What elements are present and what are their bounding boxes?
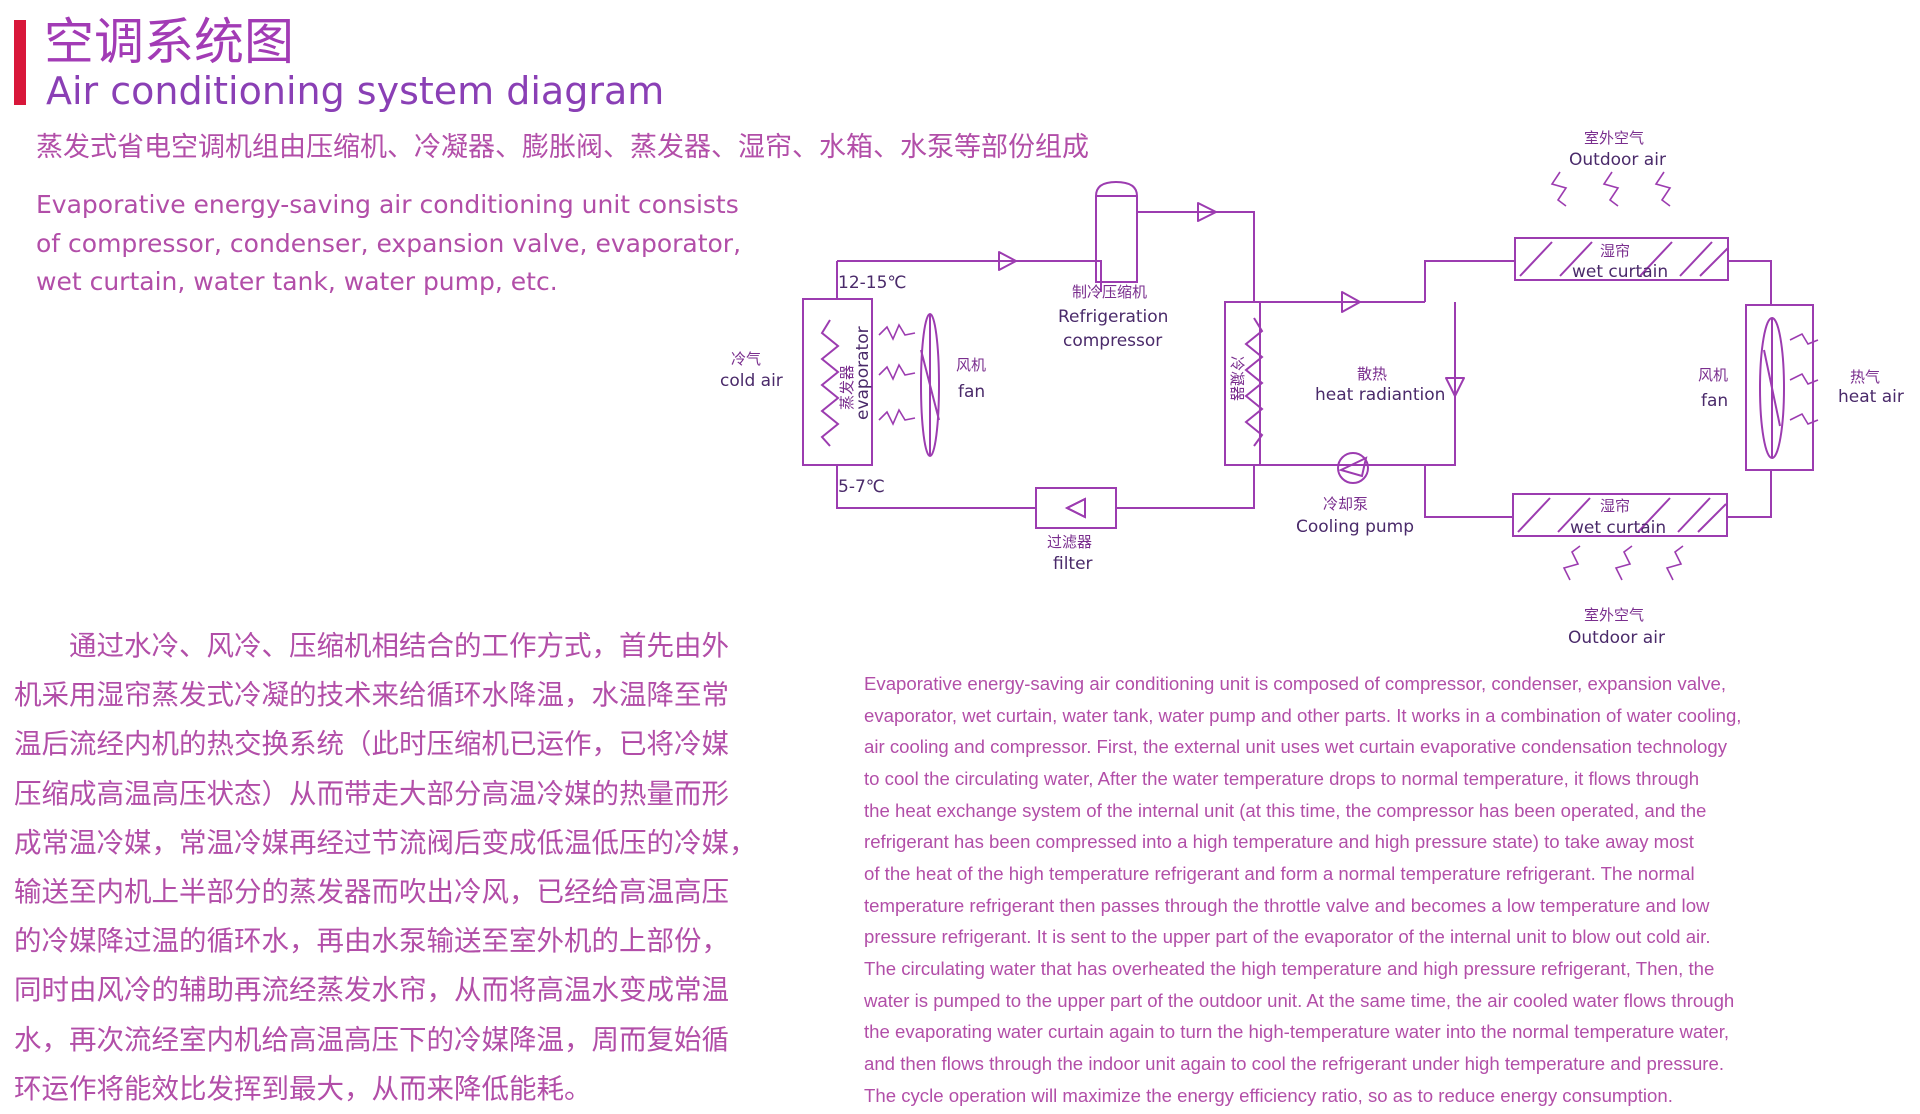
page-title-zh: 空调系统图 [44, 13, 294, 71]
evaporator-zh: 蒸发器 [838, 365, 856, 410]
wet-curtain-top [1514, 237, 1729, 281]
compressor-zh: 制冷压缩机 [1072, 283, 1147, 301]
fan-right-en: fan [1701, 391, 1728, 411]
page-title-en: Air conditioning system diagram [46, 69, 665, 113]
fan-left [920, 313, 940, 457]
heat-air-arrows [1789, 332, 1819, 425]
description-en-line: evaporator, wet curtain, water tank, wat… [864, 704, 1742, 726]
description-en-line: Evaporative energy-saving air conditioni… [864, 673, 1726, 694]
description-zh-line: 环运作将能效比发挥到最大，从而来降低能耗。 [14, 1072, 592, 1105]
description-en-line: to cool the circulating water, After the… [864, 767, 1700, 789]
filter-en: filter [1053, 554, 1093, 574]
outdoor-air-arrows-top [1550, 171, 1672, 207]
cold-air-en: cold air [720, 371, 783, 391]
pipe-condenser-filter [1116, 465, 1255, 509]
fan-right-zh: 风机 [1698, 366, 1728, 384]
wet-curtain-bottom-en: wet curtain [1570, 518, 1666, 538]
description-en-line: The circulating water that has overheate… [864, 957, 1715, 979]
description-zh-line: 通过水冷、风冷、压缩机相结合的工作方式，首先由外 [14, 630, 729, 662]
description-zh-line: 成常温冷媒，常温冷媒再经过节流阀后变成低温低压的冷媒， [14, 826, 757, 859]
intro-line: wet curtain, water tank, water pump, etc… [36, 267, 558, 296]
intro-line: of compressor, condenser, expansion valv… [36, 228, 742, 258]
description-en-line: the evaporating water curtain again to t… [864, 1021, 1730, 1043]
arrow-icon [998, 251, 1017, 271]
description-zh-line: 温后流经内机的热交换系统（此时压缩机已运作，已将冷媒 [14, 728, 729, 761]
description-zh-line: 机采用湿帘蒸发式冷凝的技术来给循环水降温，水温降至常 [14, 679, 729, 712]
accent-bar [14, 20, 26, 105]
description-en-line: refrigerant has been compressed into a h… [864, 831, 1694, 853]
evaporator [802, 298, 873, 466]
temp-high-label: 12-15℃ [838, 273, 907, 293]
wet-curtain-bottom-zh: 湿帘 [1600, 497, 1630, 515]
heat-radiation-en: heat radiantion [1315, 385, 1445, 405]
cooling-pump [1337, 452, 1369, 484]
arrow-icon [1445, 377, 1465, 397]
arrow-icon [1197, 202, 1217, 222]
compressor [1095, 180, 1138, 283]
intro-en: Evaporative energy-saving air conditioni… [36, 186, 741, 302]
fan-right [1745, 304, 1814, 471]
pump-en: Cooling pump [1296, 517, 1414, 537]
description-zh-line: 压缩成高温高压状态）从而带走大部分高温冷媒的热量而形 [14, 777, 729, 810]
compressor-en-1: Refrigeration [1058, 307, 1168, 327]
heat-radiation-zh: 散热 [1357, 365, 1387, 383]
arrow-icon [1341, 291, 1361, 313]
wet-curtain-top-en: wet curtain [1572, 262, 1668, 282]
arrow-icon [1066, 498, 1086, 518]
pipe-upper-curtain-right [1728, 260, 1772, 305]
description-en-line: The cycle operation will maximize the en… [864, 1084, 1673, 1106]
description-zh-line: 水，再次流经室内机给高温高压下的冷媒降温，周而复始循 [14, 1023, 729, 1056]
condenser-zh: 冷凝器 [1228, 356, 1246, 401]
intro-line: Evaporative energy-saving air conditioni… [36, 190, 739, 219]
fan-left-en: fan [958, 382, 985, 402]
description-zh-line: 输送至内机上半部分的蒸发器而吹出冷风，已经给高温高压 [14, 876, 729, 909]
wet-curtain-top-zh: 湿帘 [1600, 242, 1630, 260]
airflow-lines-left [878, 323, 916, 426]
description-zh-line: 的冷媒降过温的循环水，再由水泵输送至室外机的上部份， [14, 925, 729, 958]
outdoor-air-top-zh: 室外空气 [1584, 129, 1644, 147]
outdoor-air-arrows-bottom [1562, 545, 1684, 581]
description-en: Evaporative energy-saving air conditioni… [864, 668, 1741, 1111]
cold-air-zh: 冷气 [731, 350, 761, 368]
description-zh: 通过水冷、风冷、压缩机相结合的工作方式，首先由外 机采用湿帘蒸发式冷凝的技术来给… [14, 622, 757, 1114]
pump-zh: 冷却泵 [1323, 495, 1368, 513]
description-en-line: pressure refrigerant. It is sent to the … [864, 926, 1711, 948]
temp-low-label: 5-7℃ [838, 477, 885, 497]
description-en-line: of the heat of the high temperature refr… [864, 862, 1695, 884]
heat-air-zh: 热气 [1850, 368, 1880, 386]
pipe-lower-curtain-right [1727, 470, 1772, 518]
description-en-line: the heat exchange system of the internal… [864, 799, 1707, 821]
heat-air-en: heat air [1838, 387, 1904, 407]
description-en-line: and then flows through the indoor unit a… [864, 1052, 1724, 1074]
filter [1035, 487, 1117, 529]
description-en-line: temperature refrigerant then passes thro… [864, 894, 1710, 916]
outdoor-air-bottom-en: Outdoor air [1568, 628, 1665, 648]
pipe-to-condenser [1137, 211, 1255, 302]
fan-left-zh: 风机 [956, 356, 986, 374]
pipe-filter-evap [836, 465, 1036, 509]
compressor-en-2: compressor [1063, 331, 1162, 351]
outdoor-air-bottom-zh: 室外空气 [1584, 606, 1644, 624]
description-en-line: water is pumped to the upper part of the… [864, 989, 1735, 1011]
description-en-line: air cooling and compressor. First, the e… [864, 736, 1728, 758]
outdoor-air-top-en: Outdoor air [1569, 150, 1666, 170]
pipe-lower-curtain-left [1424, 465, 1513, 518]
wet-curtain-bottom [1512, 493, 1728, 537]
description-zh-line: 同时由风冷的辅助再流经蒸发水帘，从而将高温水变成常温 [14, 974, 729, 1007]
subtitle-zh: 蒸发式省电空调机组由压缩机、冷凝器、膨胀阀、蒸发器、湿帘、水箱、水泵等部份组成 [36, 132, 1089, 163]
condenser [1224, 301, 1264, 466]
pipe-to-upper-curtain [1424, 260, 1515, 302]
filter-zh: 过滤器 [1047, 533, 1092, 551]
evaporator-en: evaporator [853, 326, 873, 420]
